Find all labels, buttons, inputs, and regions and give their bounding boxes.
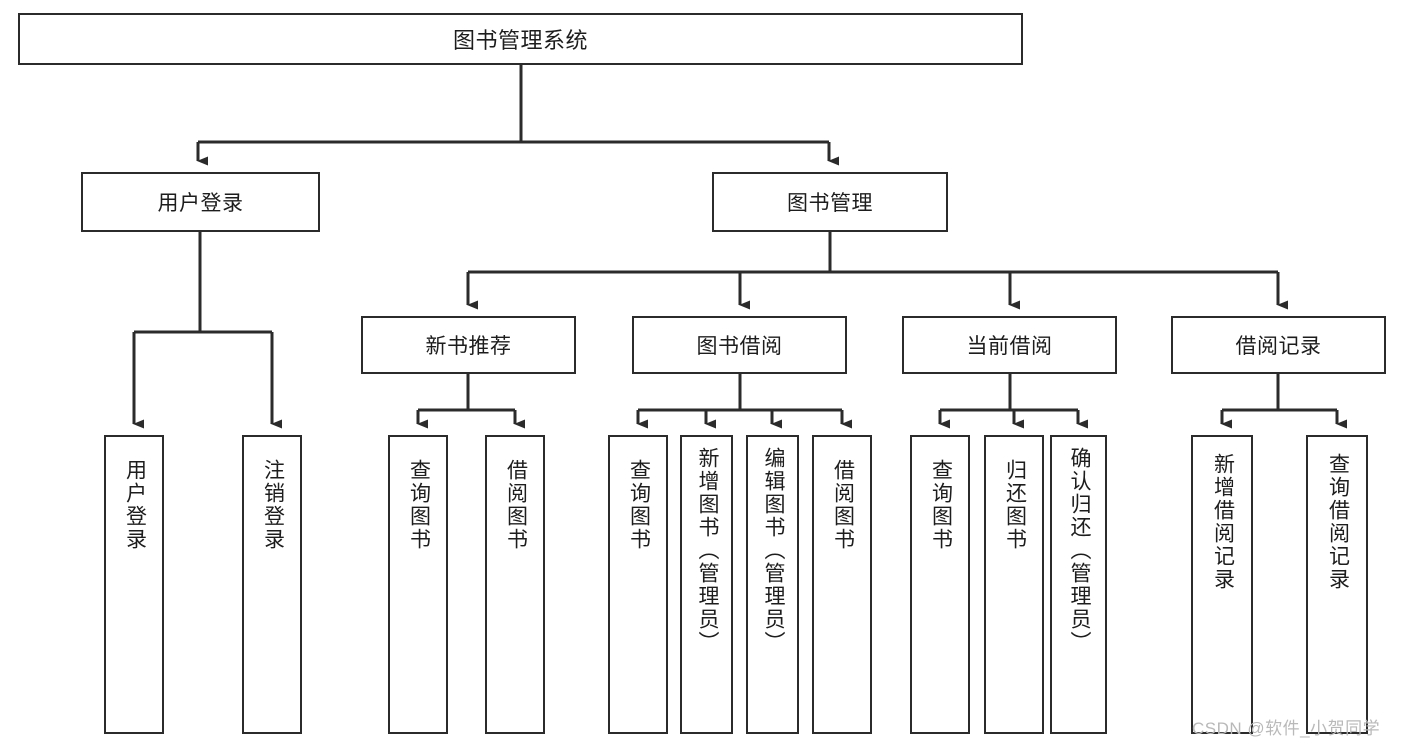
leaf-edit-book[interactable]: 编辑图书（管理员） xyxy=(746,435,799,734)
leaf-confirm-return-label: 确认归还（管理员） xyxy=(1067,447,1091,654)
leaf-query-book-2-label: 查询图书 xyxy=(627,459,651,551)
node-root[interactable]: 图书管理系统 xyxy=(18,13,1023,65)
leaf-add-record[interactable]: 新增借阅记录 xyxy=(1191,435,1253,734)
node-borrow-record[interactable]: 借阅记录 xyxy=(1171,316,1386,374)
leaf-borrow-book-1-label: 借阅图书 xyxy=(504,459,528,551)
leaf-query-book-2[interactable]: 查询图书 xyxy=(608,435,668,734)
leaf-add-record-label: 新增借阅记录 xyxy=(1211,453,1235,591)
leaf-query-book-3-label: 查询图书 xyxy=(929,459,953,551)
node-current-borrow[interactable]: 当前借阅 xyxy=(902,316,1117,374)
leaf-query-book-3[interactable]: 查询图书 xyxy=(910,435,970,734)
node-borrow-record-label: 借阅记录 xyxy=(1235,335,1322,358)
leaf-edit-book-label: 编辑图书（管理员） xyxy=(761,447,785,654)
node-book-borrow-label: 图书借阅 xyxy=(696,335,783,358)
leaf-query-book-1-label: 查询图书 xyxy=(407,459,431,551)
leaf-return-book[interactable]: 归还图书 xyxy=(984,435,1044,734)
node-user-login-label: 用户登录 xyxy=(157,192,244,215)
leaf-query-record[interactable]: 查询借阅记录 xyxy=(1306,435,1368,734)
csdn-watermark: CSDN @软件_小贺同学 xyxy=(1192,719,1381,738)
node-book-manage[interactable]: 图书管理 xyxy=(712,172,948,232)
leaf-logout-label: 注销登录 xyxy=(261,459,285,551)
leaf-user-login-label: 用户登录 xyxy=(123,459,147,551)
node-root-label: 图书管理系统 xyxy=(452,28,588,53)
leaf-add-book-label: 新增图书（管理员） xyxy=(695,447,719,654)
node-current-borrow-label: 当前借阅 xyxy=(966,335,1053,358)
leaf-logout[interactable]: 注销登录 xyxy=(242,435,302,734)
node-book-borrow[interactable]: 图书借阅 xyxy=(632,316,847,374)
node-new-book-rec-label: 新书推荐 xyxy=(425,335,512,358)
leaf-borrow-book-2-label: 借阅图书 xyxy=(831,459,855,551)
leaf-add-book[interactable]: 新增图书（管理员） xyxy=(680,435,733,734)
node-new-book-rec[interactable]: 新书推荐 xyxy=(361,316,576,374)
leaf-borrow-book-2[interactable]: 借阅图书 xyxy=(812,435,872,734)
node-book-manage-label: 图书管理 xyxy=(787,192,873,215)
leaf-confirm-return[interactable]: 确认归还（管理员） xyxy=(1050,435,1107,734)
node-user-login[interactable]: 用户登录 xyxy=(81,172,320,232)
leaf-query-record-label: 查询借阅记录 xyxy=(1326,453,1350,591)
leaf-query-book-1[interactable]: 查询图书 xyxy=(388,435,448,734)
leaf-borrow-book-1[interactable]: 借阅图书 xyxy=(485,435,545,734)
leaf-user-login[interactable]: 用户登录 xyxy=(104,435,164,734)
leaf-return-book-label: 归还图书 xyxy=(1003,459,1027,551)
